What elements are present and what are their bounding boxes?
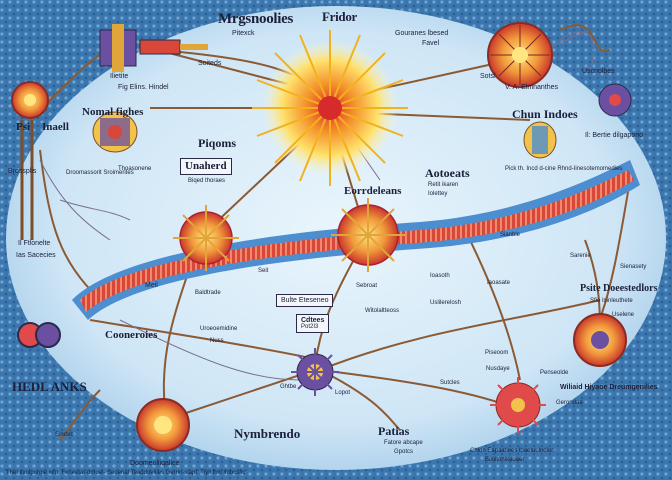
- label-right-i: Uselene: [612, 312, 635, 318]
- label-right-h: Sfie Isinleuthete: [590, 298, 633, 304]
- label-footer: Thet kxolpurgle wfn, Feneetat-dmuel- Seo…: [6, 470, 246, 476]
- label-center-box-text: Bulte Eteseneo: [281, 297, 329, 304]
- label-far-left-a: Psi: [16, 121, 31, 133]
- label-cdtees: Cdtees: [301, 317, 325, 324]
- bottom-right-virus: [490, 377, 546, 433]
- label-patias: Patias: [378, 424, 410, 438]
- label-membrane-left: Meil: [145, 282, 158, 289]
- label-top-left-sub: Pitexck: [232, 30, 255, 37]
- center-purple-virus: [291, 348, 339, 396]
- label-mid-bottom-note: Piseoom: [485, 350, 509, 356]
- bottom-left-cell: [136, 398, 190, 452]
- membrane-virus-center: [331, 198, 405, 272]
- label-piqoms: Piqoms: [198, 136, 237, 150]
- label-right-top-caption: V. A. Elmnanthes: [505, 84, 559, 91]
- label-autoeats-sub2: Iolettey: [428, 191, 448, 197]
- label-earendeleans: Eorrdeleans: [344, 185, 402, 197]
- label-bottom-right-caption: Chlon Eapaatiees lbaetuulndion: [470, 448, 555, 454]
- label-patias-sub: Fatore abcape: [384, 440, 423, 446]
- label-coom-sub: Uroeoemidine: [200, 326, 238, 332]
- label-right-d: Sianble: [500, 232, 521, 238]
- label-nymbrendo: Nymbrendo: [234, 426, 301, 441]
- left-top-cell: [11, 81, 49, 119]
- label-bottom-right-a: Penseolde: [540, 370, 569, 376]
- right-curly-line: [559, 24, 611, 53]
- label-right-e: Sarenie: [570, 253, 591, 259]
- label-chun-indoes: Chun Indoes: [512, 107, 578, 121]
- top-left-machine: [99, 24, 208, 72]
- label-center-virus-b: Sutcles: [440, 380, 460, 386]
- label-far-right-caption: Wiliaid Hiyaoe Dreumgenilies: [560, 384, 658, 391]
- label-chun-notes: Pick th. Incd d-cine Rhnd-Iinesotemomedi…: [505, 166, 623, 172]
- label-autoeats: Aotoeats: [425, 166, 470, 180]
- label-right-f: Sienasety: [620, 264, 647, 270]
- label-normal-note: Thoasonene: [118, 166, 152, 172]
- label-center-tag-c: Sebroat: [356, 283, 378, 289]
- chun-machine: [523, 121, 557, 159]
- membrane-virus-left: [173, 205, 239, 271]
- label-left-cell-caption2: Ilietite: [110, 73, 129, 80]
- label-left-mid-b: Ias Sacecies: [16, 252, 56, 259]
- left-ladder: [20, 120, 34, 240]
- label-left-cell-caption: Fig Elins. Hindel: [118, 84, 169, 91]
- label-left-loop-a: Ghtbe: [280, 384, 297, 390]
- label-top-center: Fridor: [322, 9, 358, 24]
- label-normalfighes: Nomal fighes: [82, 106, 144, 118]
- right-orange-cell: [573, 313, 627, 367]
- label-autoeats-sub: Retit ikaren: [428, 182, 459, 188]
- label-right-g: Psite Doeestedlors: [580, 283, 658, 294]
- top-right-cell: [487, 22, 553, 88]
- label-chun-sub: Il: Bertie dilgaporio: [585, 132, 643, 139]
- label-right-c: Uslilerelosh: [430, 300, 462, 306]
- label-top-right-note2: Favel: [422, 40, 440, 47]
- label-cdtees-box: Cdtees Pot2I3: [296, 314, 330, 333]
- label-center-tag-b: Baldtrade: [195, 290, 221, 296]
- label-bottom-left-caption: Doomeolliqalice: [130, 460, 180, 467]
- hedl-icon: [17, 322, 61, 348]
- label-right-top-label2: Uscnolbes: [582, 68, 615, 75]
- right-top-machine: [598, 83, 632, 117]
- label-vitoltales: Witolaltteoss: [365, 308, 400, 314]
- label-center-virus-a: Lopot: [335, 390, 351, 396]
- label-far-left-b: Inaell: [42, 121, 69, 133]
- label-center-tag-a: Seit: [258, 268, 269, 274]
- label-coom-sub2: Nuss: [210, 338, 224, 344]
- central-star-structure: [252, 30, 408, 186]
- label-bottom-left: Sindeb: [55, 432, 74, 438]
- label-cdtees-sub: Pot2I3: [301, 324, 319, 330]
- label-hedl-aints: HEDL ANKS: [12, 379, 87, 394]
- label-unaherd-box: Unaherd: [180, 158, 232, 175]
- label-unaherd-sub: Biqed thoraes: [188, 178, 226, 184]
- label-top-left-sub2: Soiteds: [198, 60, 222, 67]
- normalfighes-machine: [92, 111, 138, 153]
- label-bottom-right-caption2: Biloitonlkaoaer: [485, 457, 525, 463]
- label-patias-sub2: Gpotcs: [394, 449, 414, 455]
- label-left-notes: Droomassorit Sroimentes: [66, 170, 134, 176]
- label-right-b: Iaoasate: [487, 280, 511, 286]
- label-center-box: Bulte Eteseneo: [276, 294, 334, 307]
- label-left-mid-a: Il Ftlonelte: [18, 240, 51, 247]
- label-center-virus-c: Nusdaye: [486, 366, 510, 372]
- label-unaherd: Unaherd: [185, 160, 227, 172]
- label-right-a: Ioasoth: [430, 273, 450, 279]
- label-top-left-title: Mrgsnoolies: [218, 11, 294, 27]
- label-coomeroies: Cooneroies: [105, 329, 158, 341]
- label-far-left-c: Brossplis: [8, 168, 37, 175]
- label-right-top-label: Sotsl: [480, 73, 496, 80]
- label-top-right-note: Gouranes lbesed: [395, 30, 449, 37]
- label-bottom-right-b: Gerondaa: [556, 400, 583, 406]
